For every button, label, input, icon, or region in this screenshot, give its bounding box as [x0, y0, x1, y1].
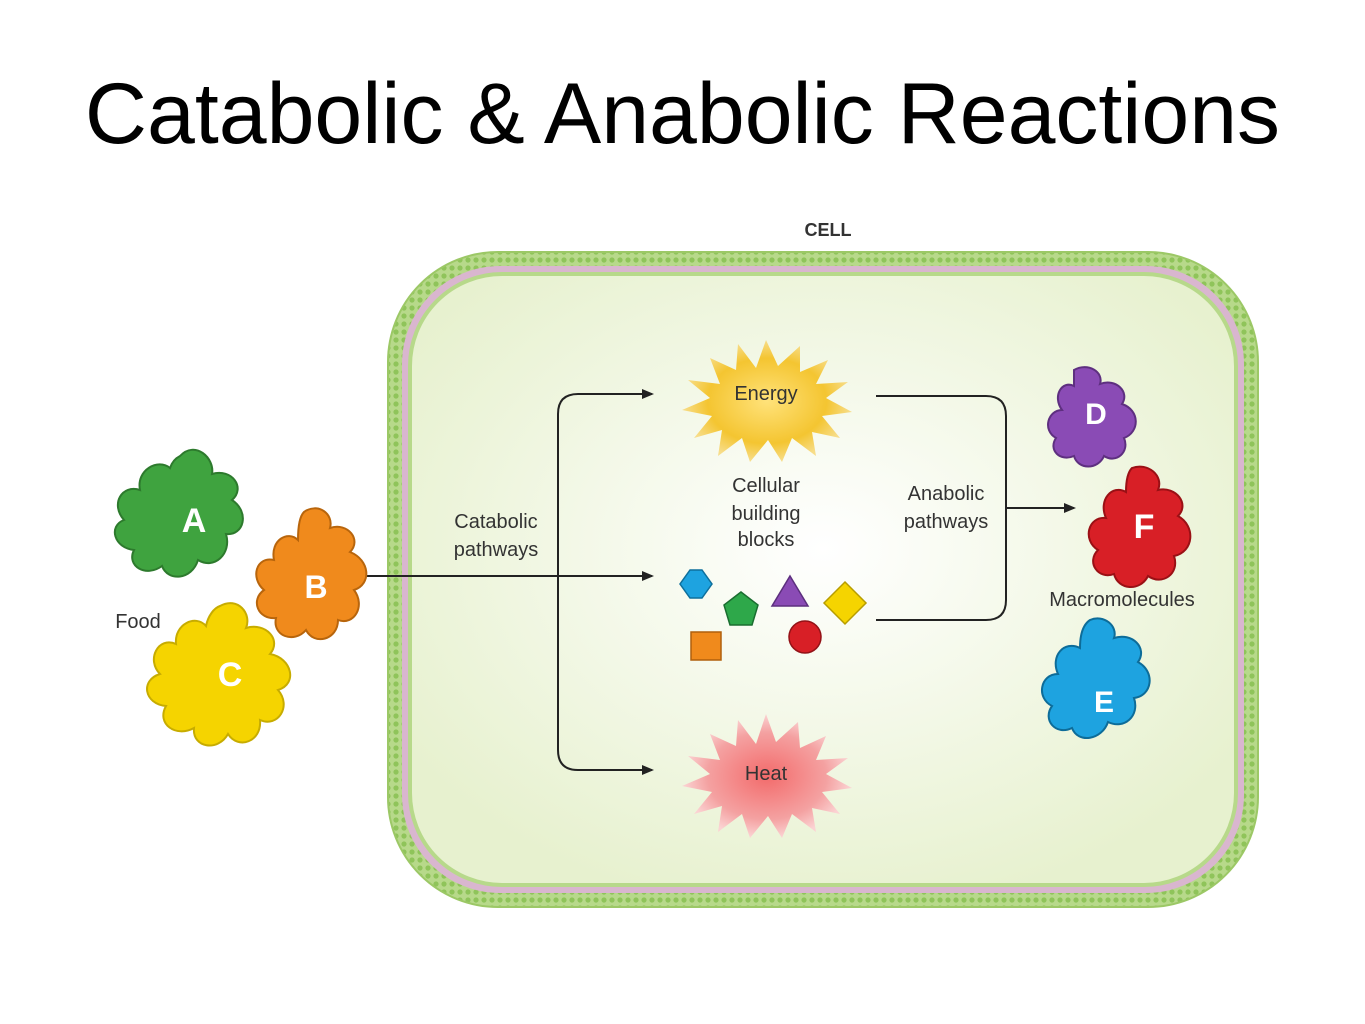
catabolic-label-line1: Catabolic [454, 511, 537, 533]
slide-title: Catabolic & Anabolic Reactions [84, 66, 1281, 162]
pentagon-block [723, 591, 759, 626]
macromolecules-label: Macromolecules [1049, 589, 1195, 611]
circle-block [788, 620, 822, 654]
anabolic-arrows [876, 395, 1076, 621]
energy-burst [682, 340, 852, 462]
catabolic-arrows [358, 389, 654, 775]
macro-d-letter: D [1085, 398, 1107, 431]
anabolic-label-line1: Anabolic [908, 483, 985, 505]
building-blocks-label-line1: Cellular [732, 475, 800, 497]
building-block-shapes [679, 569, 868, 661]
heat-label: Heat [745, 763, 788, 785]
hexagon-block [679, 569, 713, 599]
heat-burst [682, 714, 852, 838]
macromolecule-f: F [1087, 465, 1192, 588]
food-a-letter: A [182, 502, 207, 540]
macro-e-letter: E [1094, 686, 1114, 719]
food-molecule-b: B [255, 507, 368, 641]
macromolecule-d: D [1047, 366, 1137, 468]
food-b-letter: B [304, 569, 327, 605]
title-area: Catabolic & Anabolic Reactions [0, 0, 1365, 210]
cell-label: CELL [805, 220, 852, 240]
catabolic-label-line2: pathways [454, 539, 539, 561]
food-label: Food [115, 611, 161, 633]
building-blocks-label-line3: blocks [738, 529, 795, 551]
diamond-block [822, 580, 868, 626]
triangle-block [770, 574, 810, 607]
cell-cytoplasm [408, 272, 1238, 887]
food-c-letter: C [218, 656, 243, 694]
square-block [690, 631, 722, 661]
macro-f-letter: F [1134, 508, 1155, 546]
food-molecule-a: A [113, 448, 244, 578]
energy-label: Energy [734, 383, 797, 405]
building-blocks-label-line2: building [732, 503, 801, 525]
macromolecule-e: E [1041, 617, 1151, 739]
anabolic-label-line2: pathways [904, 511, 989, 533]
food-molecule-c: C [146, 602, 292, 747]
